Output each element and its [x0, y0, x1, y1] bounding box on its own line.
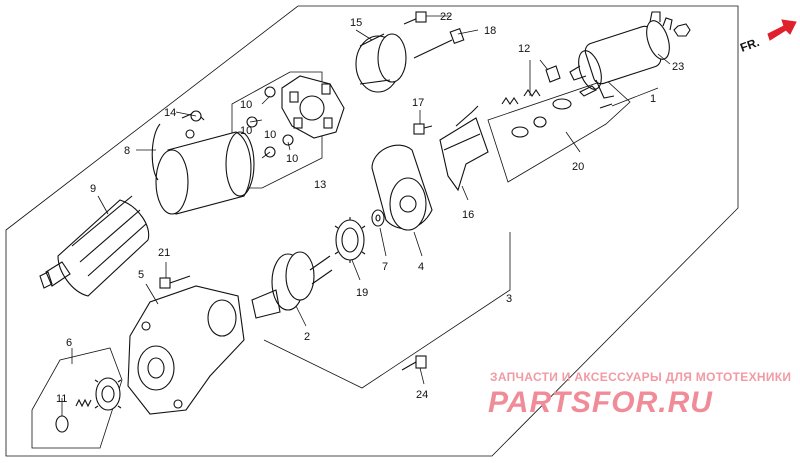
callout-24: 24	[416, 389, 428, 401]
center-housing	[371, 144, 433, 231]
pinion-gear	[94, 377, 122, 411]
front-label: FR.	[738, 35, 761, 55]
callout-23: 23	[672, 61, 684, 73]
solenoid-switch	[569, 11, 673, 99]
callout-14: 14	[164, 107, 176, 119]
callout-20: 20	[572, 161, 584, 173]
callout-16: 16	[462, 209, 474, 221]
bolt-21	[159, 275, 191, 289]
callout-4: 4	[418, 261, 424, 273]
callout-15: 15	[350, 17, 362, 29]
rear-cover	[355, 33, 407, 93]
callout-10b: 10	[240, 125, 252, 137]
callout-18: 18	[484, 25, 496, 37]
armature	[39, 195, 150, 297]
callout-10a: 10	[240, 99, 252, 111]
nut-23	[673, 23, 691, 37]
washer-7	[371, 209, 385, 227]
pinion-spring	[55, 398, 92, 433]
callout-3: 3	[506, 293, 512, 305]
overrunning-clutch	[251, 251, 333, 319]
bolt-24	[401, 355, 427, 371]
yoke-assembly	[151, 110, 255, 215]
idler-gear	[334, 217, 366, 263]
front-housing	[127, 285, 245, 415]
callout-19: 19	[356, 287, 368, 299]
through-bolt-18	[413, 27, 465, 59]
callout-10c: 10	[264, 129, 276, 141]
springs-12	[501, 65, 561, 105]
contact-kit	[511, 85, 613, 138]
callout-labels: 1 2 3 4 5 6 7 8 9 10 10 10 10 11 12 13 1…	[56, 11, 684, 405]
callout-6: 6	[66, 337, 72, 349]
callout-21: 21	[158, 247, 170, 259]
brush-springs-10	[246, 86, 294, 158]
assembly-frame	[5, 5, 739, 457]
callout-7: 7	[382, 261, 388, 273]
brush-holder	[281, 75, 345, 139]
bolt-22	[403, 11, 427, 25]
callout-8: 8	[124, 145, 130, 157]
front-arrow-icon	[767, 19, 797, 41]
callout-17: 17	[412, 97, 424, 109]
callout-12: 12	[518, 43, 530, 55]
callout-13: 13	[314, 179, 326, 191]
leader-lines	[61, 15, 671, 416]
watermark-subtitle: ЗАПЧАСТИ И АКСЕССУАРЫ ДЛЯ МОТОТЕХНИКИ	[490, 370, 791, 384]
front-direction-indicator: FR.	[738, 19, 797, 55]
watermark: ЗАПЧАСТИ И АКСЕССУАРЫ ДЛЯ МОТОТЕХНИКИ PA…	[488, 370, 791, 419]
callout-2: 2	[304, 331, 310, 343]
callout-1: 1	[650, 93, 656, 105]
bolt-17	[413, 123, 433, 135]
pinion-subframe	[31, 347, 123, 449]
callout-5: 5	[138, 269, 144, 281]
contact-kit-subframe	[487, 79, 631, 183]
shift-lever	[439, 105, 489, 192]
watermark-brand: PARTSFOR.RU	[488, 386, 713, 419]
callout-10d: 10	[286, 153, 298, 165]
callout-22: 22	[440, 11, 452, 23]
callout-11: 11	[56, 393, 67, 405]
callout-9: 9	[90, 183, 96, 195]
